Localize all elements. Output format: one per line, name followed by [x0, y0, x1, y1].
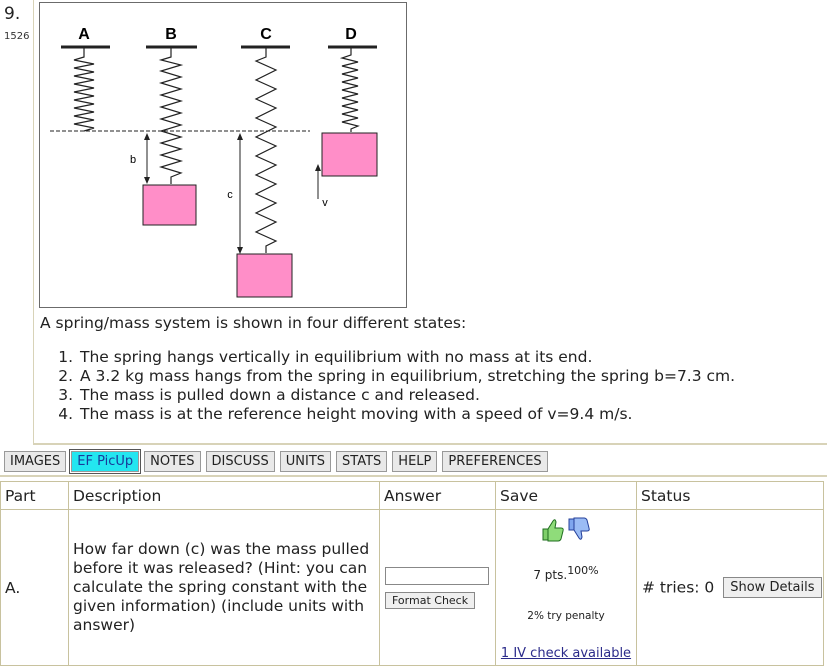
b-label: b	[130, 154, 136, 166]
problem-intro: A spring/mass system is shown in four di…	[40, 314, 467, 332]
v-label: v	[322, 197, 328, 209]
points-percent: 100%	[567, 564, 599, 577]
answer-cell: Format Check	[379, 509, 496, 666]
label-c: C	[260, 26, 272, 43]
spring-a	[73, 48, 95, 132]
tab-images[interactable]: IMAGES	[4, 451, 67, 472]
tab-ef-picup[interactable]: EF PicUp	[69, 449, 142, 474]
header-description: Description	[68, 481, 380, 510]
list-item: A 3.2 kg mass hangs from the spring in e…	[78, 367, 735, 386]
list-item: The mass is pulled down a distance c and…	[78, 386, 735, 405]
label-d: D	[345, 26, 357, 43]
mass-b	[142, 184, 197, 226]
c-label: c	[227, 189, 233, 201]
save-icons	[540, 516, 592, 548]
tab-bar: IMAGES EF PicUp NOTES DISCUSS UNITS STAT…	[4, 449, 553, 474]
spring-d	[339, 48, 360, 132]
header-status: Status	[636, 481, 824, 510]
points-value: 7 pts.	[533, 568, 568, 582]
header-part: Part	[0, 481, 69, 510]
divider	[0, 475, 827, 477]
question-number: 9.	[4, 4, 21, 24]
spring-mass-figure: A B C D b c	[39, 2, 407, 308]
spring-b	[158, 48, 184, 184]
b-dimension-arrow	[144, 133, 150, 184]
show-details-button[interactable]: Show Details	[723, 577, 822, 598]
tab-discuss[interactable]: DISCUSS	[205, 451, 275, 472]
iv-check-link[interactable]: 1 IV check available	[500, 646, 632, 661]
spring-c	[254, 48, 278, 253]
tab-stats[interactable]: STATS	[336, 451, 388, 472]
thumbs-up-icon[interactable]	[542, 519, 564, 542]
divider	[33, 443, 827, 445]
tries-count: # tries: 0	[642, 578, 715, 597]
velocity-arrow	[315, 164, 321, 199]
answer-input[interactable]	[385, 566, 489, 585]
left-divider	[33, 0, 34, 443]
tab-notes[interactable]: NOTES	[144, 451, 201, 472]
label-a: A	[78, 26, 90, 43]
c-dimension-arrow	[237, 133, 243, 254]
status-cell: # tries: 0 Show Details	[636, 509, 824, 666]
label-b: B	[165, 26, 177, 43]
table-row: A. How far down (c) was the mass pulled …	[0, 509, 824, 666]
tab-preferences[interactable]: PREFERENCES	[442, 451, 548, 472]
thumbs-down-icon[interactable]	[568, 517, 590, 540]
question-id: 1526	[4, 31, 30, 42]
save-cell: 7 pts.100% 2% try penalty 1 IV check ava…	[495, 509, 637, 666]
tab-units[interactable]: UNITS	[279, 451, 332, 472]
states-list: The spring hangs vertically in equilibri…	[40, 348, 735, 424]
header-save: Save	[495, 481, 637, 510]
points-display: 7 pts.100%	[496, 564, 636, 582]
answer-table: Part Description Answer Save Status A. H…	[0, 481, 824, 666]
tab-help[interactable]: HELP	[392, 451, 438, 472]
format-check-button[interactable]: Format Check	[385, 591, 476, 609]
mass-d	[321, 132, 378, 177]
header-answer: Answer	[379, 481, 496, 510]
list-item: The mass is at the reference height movi…	[78, 405, 735, 424]
list-item: The spring hangs vertically in equilibri…	[78, 348, 735, 367]
mass-c	[236, 253, 293, 298]
try-penalty: 2% try penalty	[527, 610, 605, 622]
part-description: How far down (c) was the mass pulled bef…	[68, 509, 380, 666]
part-label: A.	[0, 509, 69, 666]
